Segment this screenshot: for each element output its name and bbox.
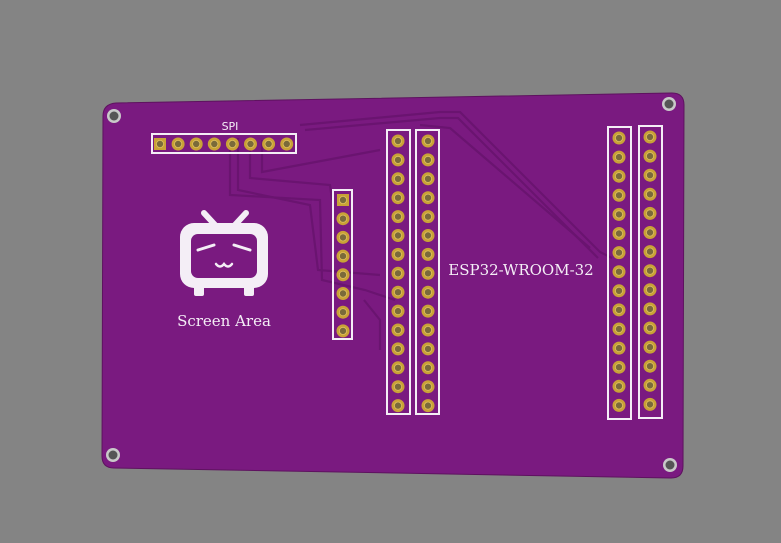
module-pin [391,229,405,242]
module-pin [421,229,435,242]
module-pin [612,265,626,279]
spi-header [151,133,297,154]
module-pin [421,247,435,261]
module-pin [643,168,657,182]
mounting-hole-top-right [662,97,676,111]
module-pin [643,226,657,239]
module-pin [391,285,405,299]
screen-area-label: Screen Area [177,312,271,330]
module-pin [421,285,435,299]
mounting-hole-bottom-left [106,448,120,462]
module-pin [391,210,405,224]
spi-label: SPI [222,120,239,133]
spi-pin [207,137,221,151]
module-pin [391,172,405,186]
module-pin [643,149,657,163]
module-pin [421,323,435,337]
tv-face-logo-icon [180,210,268,296]
screen-pin [336,268,350,282]
spi-pin [189,137,203,151]
module-pin [421,172,435,186]
screen-pin [336,212,350,226]
mounting-hole-bottom-right [663,458,677,472]
mounting-holes [106,97,677,472]
module-pin [643,283,657,297]
spi-pin [262,137,276,151]
spi-pin [244,137,257,151]
screen-pins [336,194,350,338]
module-pin [391,134,405,148]
module-pin [421,361,435,375]
module-left-pins [391,134,435,413]
module-pin [643,340,657,354]
screen-pin [336,324,350,338]
module-pin [612,131,626,145]
module-pin [421,153,435,167]
module-pin [391,342,405,356]
module-pin [391,399,405,413]
module-pin [643,302,657,316]
module-pin [612,169,626,183]
mounting-hole-top-left [107,109,121,123]
spi-pins [154,137,294,151]
module-pin [643,264,657,278]
module-pin [421,380,435,394]
module-pin [421,210,435,224]
spi-pin [171,137,185,151]
module-pin [612,341,626,355]
module-pin [612,188,626,202]
screen-pin [336,287,350,300]
module-pin [612,360,626,374]
module-pin [391,380,405,394]
module-right-headers [607,125,663,420]
module-pin [421,191,435,205]
module-pin [612,207,626,221]
module-pin [391,266,405,280]
module-pin [643,206,657,220]
screen-pin [336,249,350,263]
module-pin [421,266,435,280]
module-pin [643,359,657,373]
module-pin [643,187,657,201]
module-label: ESP32-WROOM-32 [448,261,593,279]
module-pin [421,342,435,356]
screen-pin [336,305,350,319]
spi-pin [280,137,294,151]
module-pin [612,246,626,260]
module-pin [612,284,626,298]
screen-header [332,189,353,340]
module-pin [612,398,626,412]
spi-pin [225,137,239,151]
module-pin [391,304,405,318]
module-pin [421,134,435,148]
module-pin [612,322,626,336]
module-left-headers [386,129,440,415]
module-pin [391,153,405,167]
module-right-pins [612,130,657,412]
module-pin [643,397,657,411]
spi-pin [154,138,166,150]
module-pin [612,379,626,393]
module-pin [391,323,405,337]
pcb-traces [228,110,613,350]
module-pin [421,304,435,318]
screen-pin [337,194,349,206]
module-pin [612,150,626,164]
module-pin [391,361,405,375]
module-pin [421,399,435,413]
module-pin [391,247,405,261]
screen-pin [336,230,350,244]
module-pin [612,303,626,317]
module-pin [643,378,657,392]
module-pin [643,245,657,259]
module-pin [612,227,626,240]
module-pin [643,321,657,335]
module-pin [643,130,657,144]
module-pin [391,191,405,205]
